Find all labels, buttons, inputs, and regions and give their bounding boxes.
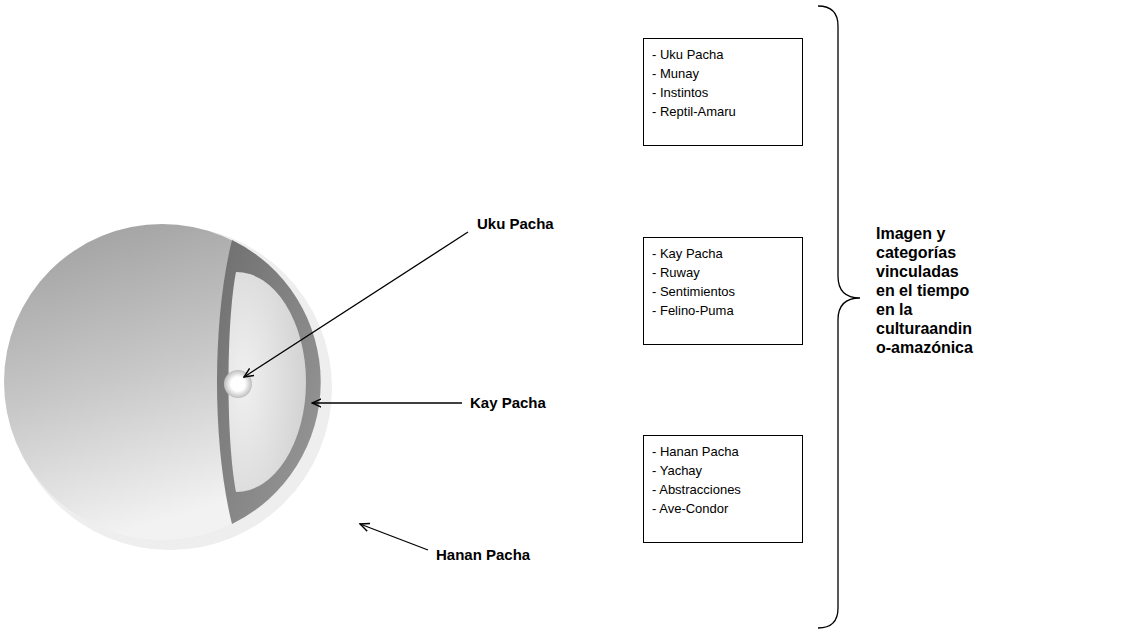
list-item: - Munay xyxy=(652,64,794,83)
category-box: - Uku Pacha- Munay- Instintos- Reptil-Am… xyxy=(643,38,803,146)
list-item: - Instintos xyxy=(652,83,794,102)
list-item: - Yachay xyxy=(652,461,794,480)
list-item: - Uku Pacha xyxy=(652,45,794,64)
category-box: - Kay Pacha- Ruway- Sentimientos- Felino… xyxy=(643,237,803,345)
list-item: - Kay Pacha xyxy=(652,244,794,263)
leader-line xyxy=(360,524,428,550)
list-item: - Ave-Condor xyxy=(652,499,794,518)
layer-label: Uku Pacha xyxy=(477,215,554,233)
list-item: - Hanan Pacha xyxy=(652,442,794,461)
list-item: - Felino-Puma xyxy=(652,301,794,320)
leader-line xyxy=(244,232,468,377)
leader-line xyxy=(312,402,462,403)
brace-caption: Imagen y categorías vinculadas en el tie… xyxy=(876,224,976,357)
category-box: - Hanan Pacha- Yachay- Abstracciones- Av… xyxy=(643,435,803,543)
curly-brace xyxy=(818,6,860,628)
layer-label: Hanan Pacha xyxy=(436,546,530,564)
list-item: - Sentimientos xyxy=(652,282,794,301)
list-item: - Abstracciones xyxy=(652,480,794,499)
list-item: - Ruway xyxy=(652,263,794,282)
middle-layer xyxy=(217,240,321,524)
sphere-surface xyxy=(4,224,320,540)
list-item: - Reptil-Amaru xyxy=(652,102,794,121)
layer-label: Kay Pacha xyxy=(470,394,546,412)
